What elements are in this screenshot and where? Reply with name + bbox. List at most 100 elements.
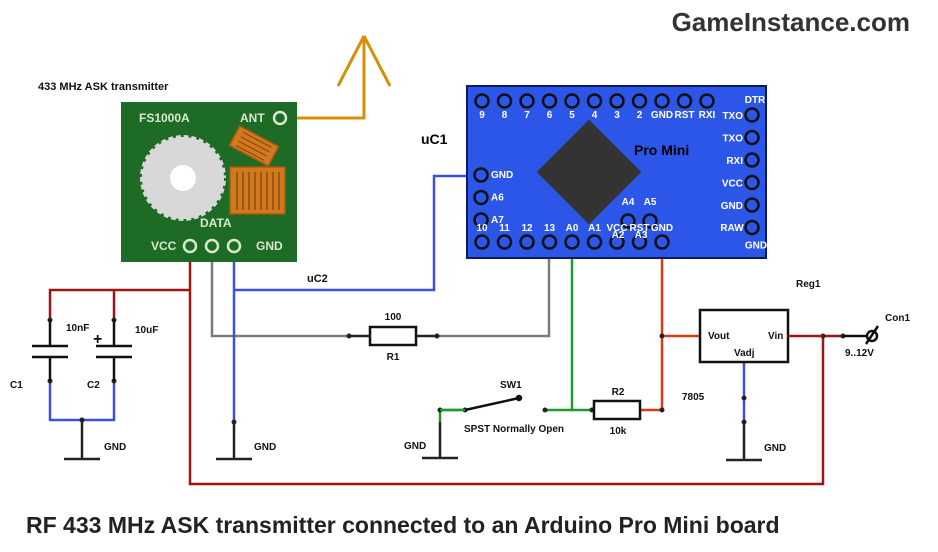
switch-wire	[438, 242, 592, 422]
r1-value: 100	[385, 312, 402, 323]
arduino-pin-label: RST	[675, 110, 695, 121]
arduino-pin-label: 8	[502, 110, 508, 121]
arduino-pin-hole	[564, 234, 580, 250]
arduino-pin-label: 13	[544, 223, 556, 234]
arduino-pin-hole	[496, 234, 513, 250]
caption: RF 433 MHz ASK transmitter connected to …	[26, 512, 780, 538]
c1-ref: C1	[10, 380, 23, 391]
site-name: GameInstance.com	[672, 7, 910, 37]
ground-symbol-tx	[216, 422, 252, 461]
pin-label-gnd: GND	[256, 239, 283, 253]
arduino-pin-hole	[631, 234, 648, 250]
tx-data-pin	[204, 238, 220, 254]
pin-label-ant: ANT	[240, 111, 265, 125]
arduino-pin-hole	[699, 93, 715, 109]
arduino-pin-label: GND	[491, 170, 513, 181]
tx-vcc-pin	[182, 238, 198, 254]
antenna	[283, 35, 392, 120]
con1-voltage: 9..12V	[845, 348, 874, 359]
gnd-label-tx: GND	[254, 442, 276, 453]
arduino-pin-label: A1	[588, 223, 601, 234]
capacitor-c2	[96, 320, 132, 381]
arduino-pin-label: RXI	[726, 156, 743, 167]
arduino-pin-hole	[473, 212, 489, 228]
arduino-pin-label: A0	[566, 223, 579, 234]
vcc-wire	[640, 242, 700, 412]
arduino-pin-label: 7	[524, 110, 530, 121]
arduino-pin-hole	[744, 219, 760, 236]
arduino-pin-hole	[744, 129, 760, 146]
r2-value: 10k	[610, 426, 627, 437]
arduino-pin-hole	[564, 93, 580, 109]
c1-value: 10nF	[66, 323, 89, 334]
regulator-reg1	[698, 308, 823, 364]
data-wire	[210, 242, 551, 338]
arduino-pin-hole	[642, 213, 658, 229]
c2-ref: C2	[87, 380, 100, 391]
arduino-pin-hole	[519, 93, 535, 109]
reg-vout: Vout	[708, 331, 730, 342]
arduino-pin-hole	[620, 213, 636, 229]
reg-ref: Reg1	[796, 279, 821, 290]
arduino-pin-hole	[519, 234, 535, 250]
r1-ref: R1	[387, 352, 400, 363]
arduino-pin-hole	[631, 93, 648, 109]
arduino-pin-label: 4	[592, 110, 598, 121]
con1-ref: Con1	[885, 313, 910, 324]
net-label-uc2: uC2	[307, 273, 328, 285]
arduino-ref: uC1	[421, 131, 448, 147]
arduino-pin-hole	[744, 197, 760, 213]
arduino-pin-label: A6	[491, 193, 504, 204]
sw1-ref: SW1	[500, 380, 522, 391]
coil-icon	[228, 124, 286, 215]
switch-sw1	[440, 394, 523, 412]
resistor-r1	[349, 325, 437, 347]
arduino-pin-hole	[586, 234, 603, 250]
arduino-pin-label: A7	[491, 215, 504, 226]
c2-polarity: +	[93, 331, 102, 348]
capacitor-c1	[32, 320, 68, 381]
gnd-label-caps: GND	[104, 442, 126, 453]
chip-icon	[536, 119, 642, 225]
arduino-pin-label: 10	[476, 223, 488, 234]
reg-vadj: Vadj	[734, 348, 755, 359]
gnd-label-switch: GND	[404, 441, 426, 452]
sw1-desc: SPST Normally Open	[464, 424, 564, 435]
arduino-pin-label: GND	[721, 201, 743, 212]
transmitter-model: FS1000A	[139, 111, 190, 125]
ground-symbol-switch	[422, 422, 458, 460]
arduino-pin-label: A3	[635, 230, 648, 241]
arduino-pin-label: GND	[651, 223, 673, 234]
cap-ground-wire	[48, 381, 116, 422]
arduino-pin-label: 11	[499, 223, 510, 234]
arduino-pin-label: TXO	[722, 111, 743, 122]
arduino-pin-hole	[744, 107, 760, 123]
arduino-pin-label: TXO	[722, 134, 743, 145]
arduino-pin-hole	[473, 189, 489, 206]
oscillator-icon	[138, 133, 228, 223]
arduino-pin-hole	[474, 93, 490, 109]
transmitter-title: 433 MHz ASK transmitter	[38, 81, 169, 93]
arduino-pin-hole	[541, 93, 558, 109]
arduino-pin-label: 2	[637, 110, 643, 121]
arduino-pin-hole	[609, 234, 625, 250]
arduino-pin-label: RAW	[720, 223, 744, 234]
arduino-pin-hole	[541, 234, 558, 250]
r2-ref: R2	[612, 387, 625, 398]
tx-ant-pin	[272, 110, 288, 126]
arduino-pin-label: RST	[630, 223, 650, 234]
arduino-pin-label: RXI	[699, 110, 716, 121]
reg-vin: Vin	[768, 331, 783, 342]
arduino-pin-label: VCC	[722, 179, 743, 190]
arduino-pin-hole	[744, 152, 760, 168]
c2-value: 10uF	[135, 325, 158, 336]
arduino-pin-hole	[654, 234, 670, 250]
power-wire	[48, 249, 843, 486]
arduino-pin-hole	[586, 93, 603, 109]
pin-label-data: DATA	[200, 216, 232, 230]
reg-part: 7805	[682, 392, 705, 403]
arduino-pin-label: DTR	[745, 95, 766, 106]
arduino-pin-label: A5	[644, 197, 657, 208]
